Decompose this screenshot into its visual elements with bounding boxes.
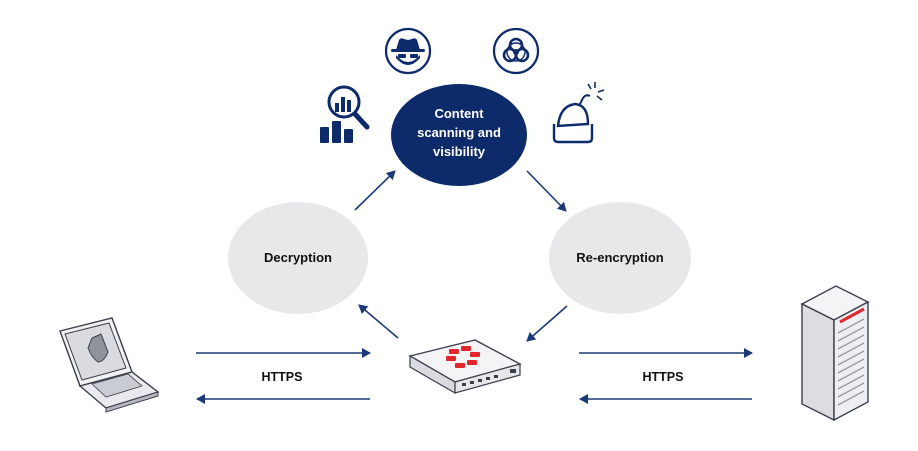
decryption-node [228, 202, 368, 314]
arrow-scan-to-reencrypt [526, 170, 567, 212]
content-scanning-label: Content scanning and visibility [400, 104, 518, 161]
laptop-shield-icon [59, 317, 160, 413]
arrow-decrypt-to-scan [354, 170, 396, 211]
reencryption-label: Re-encryption [576, 250, 664, 265]
server-rack-icon [800, 285, 870, 422]
content-scanning-line-1: Content [434, 106, 484, 121]
search-chart-icon [320, 85, 370, 143]
arrow-appliance-to-decrypt [358, 304, 399, 339]
https-right-label: HTTPS [642, 370, 684, 384]
content-scanning-line-2: scanning and [417, 125, 501, 140]
reencryption-node [549, 202, 691, 314]
content-scanning-line-3: visibility [432, 144, 486, 159]
decryption-label: Decryption [264, 250, 332, 265]
content-scanning-node [391, 84, 527, 186]
biohazard-icon [492, 27, 540, 75]
spy-icon [384, 27, 432, 75]
bomb-icon [552, 82, 605, 144]
firewall-appliance-icon [408, 339, 522, 395]
arrow-reencrypt-to-appliance [526, 305, 568, 342]
https-left-label: HTTPS [261, 370, 303, 384]
